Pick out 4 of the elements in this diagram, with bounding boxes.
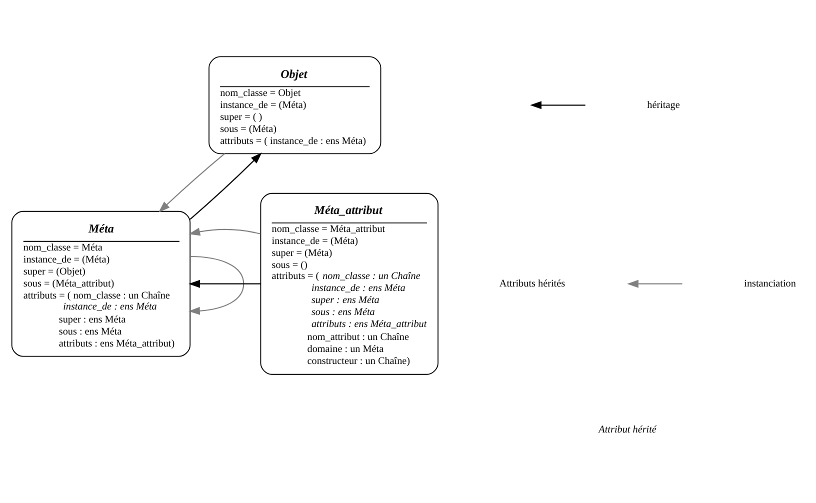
label: Attributs hérités [499, 278, 566, 289]
legend-label: Attribut hérité [598, 424, 656, 435]
legend-label: instanciation [744, 278, 796, 289]
legend-label: héritage [647, 99, 680, 110]
